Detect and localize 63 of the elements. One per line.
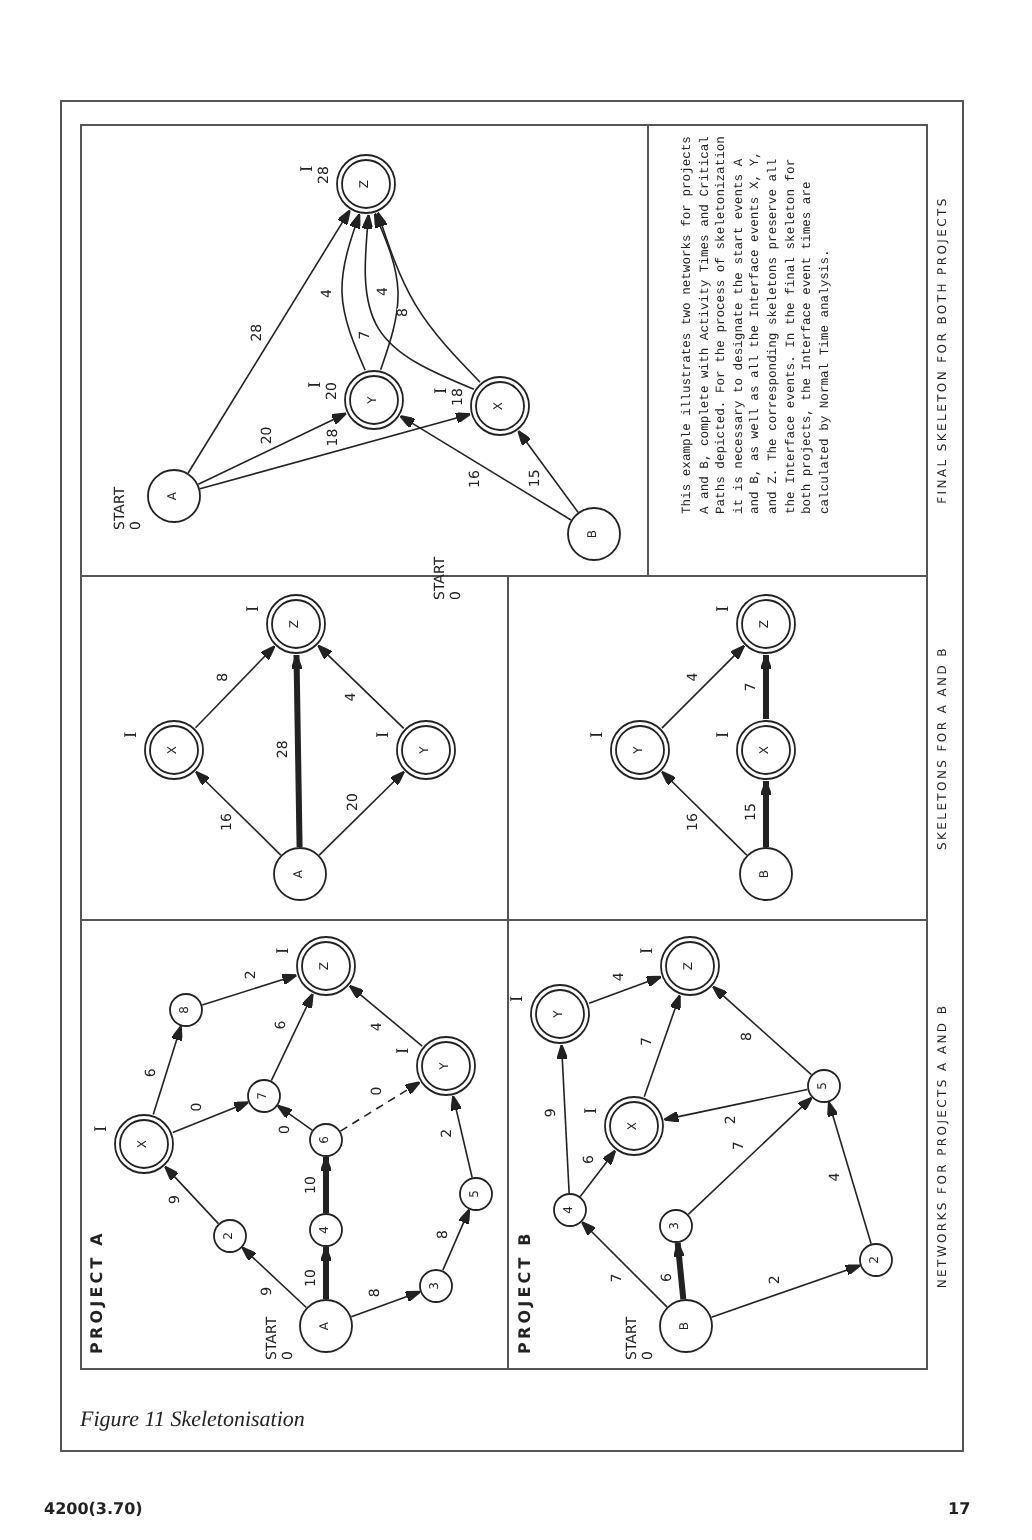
arrow <box>760 654 772 719</box>
arrow <box>643 994 681 1098</box>
interface-marker: I <box>584 1107 600 1114</box>
arrow <box>663 1088 809 1123</box>
arrow <box>517 430 579 514</box>
dashed-arrow <box>339 1081 421 1132</box>
arrow <box>399 415 572 521</box>
page-number: 17 <box>948 1500 971 1518</box>
arrow <box>318 770 405 856</box>
arrow <box>581 1221 668 1308</box>
arrow <box>579 1149 617 1198</box>
interface-marker: I <box>300 165 316 172</box>
figure-caption: Figure 11 Skeletonisation <box>80 1408 305 1432</box>
arrow <box>164 1165 220 1225</box>
arrow <box>827 1101 872 1245</box>
interface-marker: I <box>124 731 140 738</box>
interface-marker: I <box>246 605 262 612</box>
arrow <box>199 412 472 490</box>
panel-title: PROJECT B <box>516 1230 534 1354</box>
arrow <box>350 1290 421 1318</box>
arrow <box>320 1156 332 1213</box>
arrow <box>341 213 366 372</box>
interface-marker: I <box>276 947 292 954</box>
interface-marker: I <box>376 731 392 738</box>
interface-marker: I <box>396 1047 412 1054</box>
arrow <box>673 1241 687 1300</box>
panel-title: PROJECT A <box>88 1230 106 1354</box>
interface-marker: I <box>640 947 656 954</box>
arrow <box>760 780 772 847</box>
arrow <box>376 211 481 383</box>
arrow <box>276 1104 313 1131</box>
arrow <box>197 412 348 486</box>
arrow <box>661 770 748 856</box>
arrow <box>201 973 298 1006</box>
interface-marker: I <box>590 731 606 738</box>
interface-marker: I <box>308 381 324 388</box>
arrow <box>361 213 475 391</box>
arrow <box>348 984 423 1047</box>
arrow <box>556 1043 570 1194</box>
arrow <box>687 1096 813 1216</box>
arrow <box>712 985 813 1076</box>
arrow <box>317 644 405 730</box>
arrow <box>187 209 351 474</box>
arrow <box>290 654 303 848</box>
arrow <box>172 1101 250 1134</box>
arrow <box>661 644 746 729</box>
arrow <box>588 975 662 1005</box>
interface-marker: I <box>716 731 732 738</box>
arrow <box>270 993 314 1082</box>
arrow <box>320 1246 332 1299</box>
arrow <box>373 212 399 371</box>
arrow <box>152 1025 183 1116</box>
arrow <box>194 645 276 729</box>
interface-marker: I <box>434 387 450 394</box>
page-code: 4200(3.70) <box>44 1500 143 1518</box>
interface-marker: I <box>510 995 526 1002</box>
arrow <box>195 770 282 856</box>
arrow <box>441 1208 471 1272</box>
arrow <box>450 1095 473 1179</box>
interface-marker: I <box>716 605 732 612</box>
arrow <box>241 1246 308 1309</box>
arrow <box>710 1264 861 1318</box>
interface-marker: I <box>94 1125 110 1132</box>
